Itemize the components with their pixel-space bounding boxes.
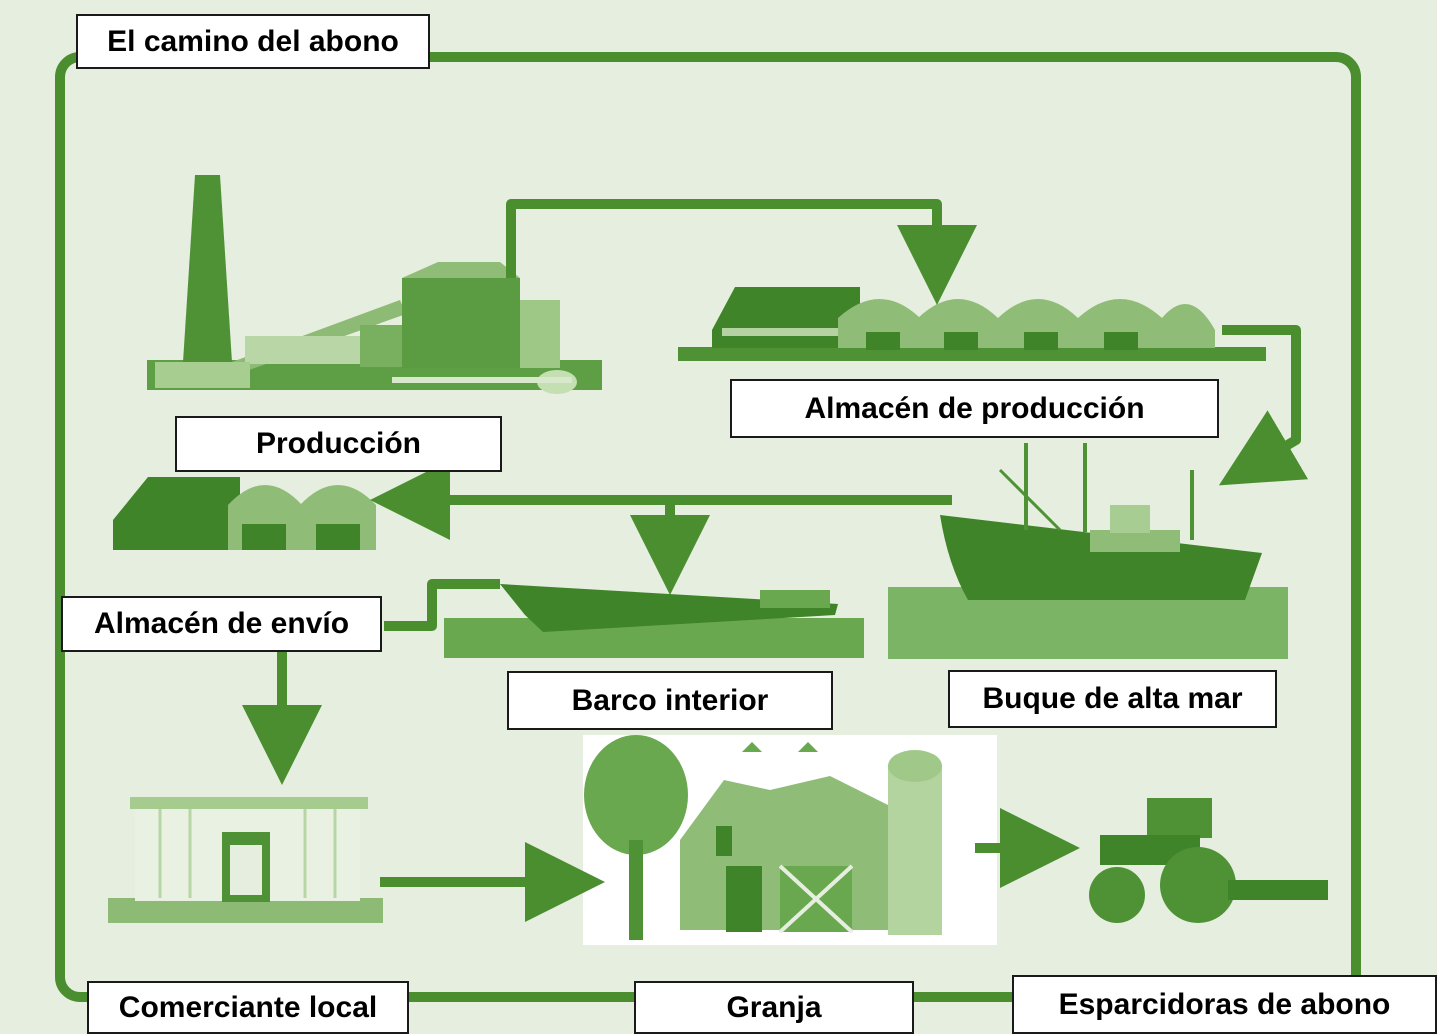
arrow-production-to-warehouse: [506, 199, 977, 305]
label-local-dealer: Comerciante local: [87, 981, 409, 1034]
factory-illustration: [147, 175, 602, 394]
arrow-inland-ship-link: [384, 579, 500, 631]
label-production: Producción: [175, 416, 502, 472]
ocean-ship-illustration: [888, 443, 1288, 659]
inland-ship-illustration: [444, 584, 864, 658]
diagram-title: El camino del abono: [76, 14, 430, 69]
label-shipping-warehouse: Almacén de envío: [61, 596, 382, 652]
label-ocean-ship: Buque de alta mar: [948, 670, 1277, 728]
production-warehouse-illustration: [678, 287, 1266, 361]
label-inland-ship: Barco interior: [507, 671, 833, 730]
label-spreaders: Esparcidoras de abono: [1012, 975, 1437, 1034]
shipping-warehouse-illustration: [113, 477, 376, 550]
tractor-illustration: [1089, 798, 1328, 923]
farm-illustration: [583, 735, 997, 945]
label-production-warehouse: Almacén de producción: [730, 379, 1219, 438]
dealer-building-illustration: [108, 797, 383, 923]
label-farm: Granja: [634, 981, 914, 1034]
arrow-warehouse-to-ocean-ship: [1218, 325, 1309, 486]
